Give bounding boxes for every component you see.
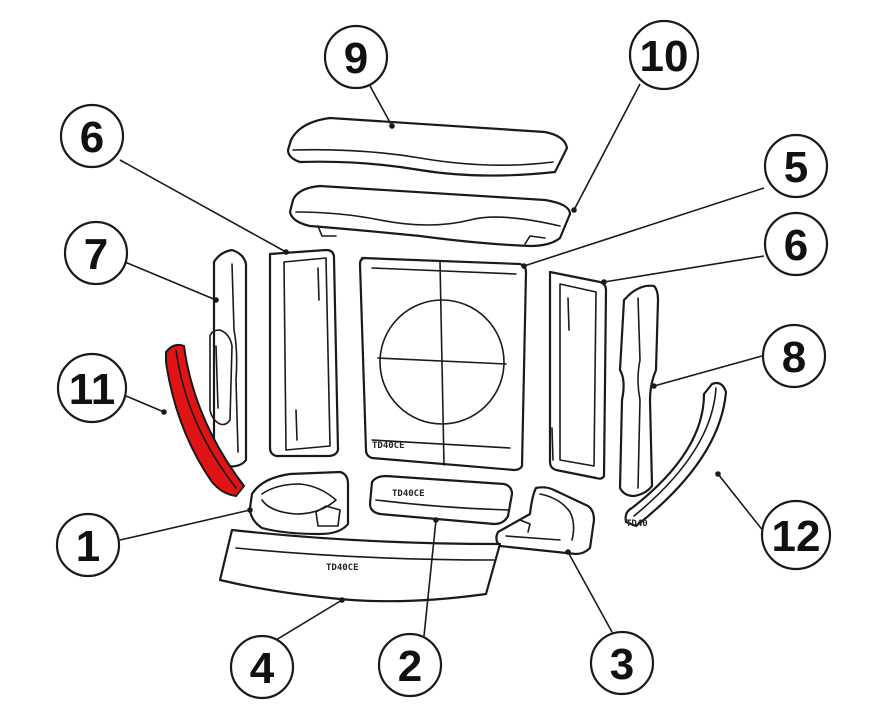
part-2-stamp: TD40CE <box>392 489 425 499</box>
leader-6-left <box>119 159 287 253</box>
leader-1 <box>119 509 251 541</box>
callout-label-9: 9 <box>344 34 368 83</box>
leader-lines <box>119 83 765 641</box>
part-7-left-column <box>209 248 248 468</box>
part-5-back-wall: TD40CE <box>358 256 528 472</box>
callout-6-left: 6 <box>59 103 125 169</box>
part-4-stamp: TD40CE <box>326 563 359 573</box>
leader-7 <box>119 259 217 301</box>
callout-label-5: 5 <box>784 143 808 192</box>
part-10-lower-baffle <box>288 184 572 248</box>
callout-label-11: 11 <box>69 365 116 414</box>
part-12-right-curved-strip: TD40 <box>624 381 728 529</box>
leader-11 <box>125 395 165 413</box>
part-4-front-hearth-brick: TD40CE <box>218 528 502 603</box>
callout-1: 1 <box>55 512 121 578</box>
callout-label-6-right: 6 <box>784 221 808 270</box>
callout-label-7: 7 <box>84 230 108 279</box>
callout-9: 9 <box>323 24 389 90</box>
callout-7: 7 <box>63 220 129 286</box>
part-5-stamp: TD40CE <box>372 441 405 451</box>
leader-4 <box>275 599 343 641</box>
part-9-top-slab <box>286 116 569 177</box>
leader-12 <box>717 473 765 533</box>
leader-2 <box>423 519 437 637</box>
leader-5 <box>523 187 765 267</box>
callout-label-12: 12 <box>772 512 821 561</box>
callout-label-2: 2 <box>398 642 422 691</box>
callout-label-3: 3 <box>610 640 634 689</box>
callout-5: 5 <box>763 133 829 199</box>
part-8-right-column <box>618 284 660 498</box>
callout-12: 12 <box>760 499 832 571</box>
leader-3 <box>567 551 613 633</box>
leader-9 <box>369 85 393 127</box>
callout-10: 10 <box>628 19 700 91</box>
callout-6-right: 6 <box>763 211 829 277</box>
part-11-left-curved-strip <box>165 343 246 498</box>
callout-label-1: 1 <box>76 522 100 571</box>
callout-label-4: 4 <box>250 644 275 693</box>
callout-label-10: 10 <box>640 32 689 81</box>
callout-label-6-left: 6 <box>80 113 104 162</box>
callout-8: 8 <box>761 323 827 389</box>
callout-3: 3 <box>589 630 655 696</box>
callout-2: 2 <box>377 632 443 698</box>
part-2-center-floor-brick: TD40CE <box>368 474 514 526</box>
leader-8 <box>653 355 763 387</box>
part-3-right-floor-brick <box>495 486 596 556</box>
part-1-left-floor-brick <box>248 470 350 536</box>
leader-10 <box>573 83 641 211</box>
leader-6-right <box>603 255 765 283</box>
callout-11: 11 <box>56 352 128 424</box>
part-12-stamp: TD40 <box>626 519 648 529</box>
callout-label-8: 8 <box>782 333 806 382</box>
part-6-right-side-panel <box>548 270 608 480</box>
callout-4: 4 <box>229 634 295 700</box>
part-6-left-side-panel <box>268 248 340 458</box>
